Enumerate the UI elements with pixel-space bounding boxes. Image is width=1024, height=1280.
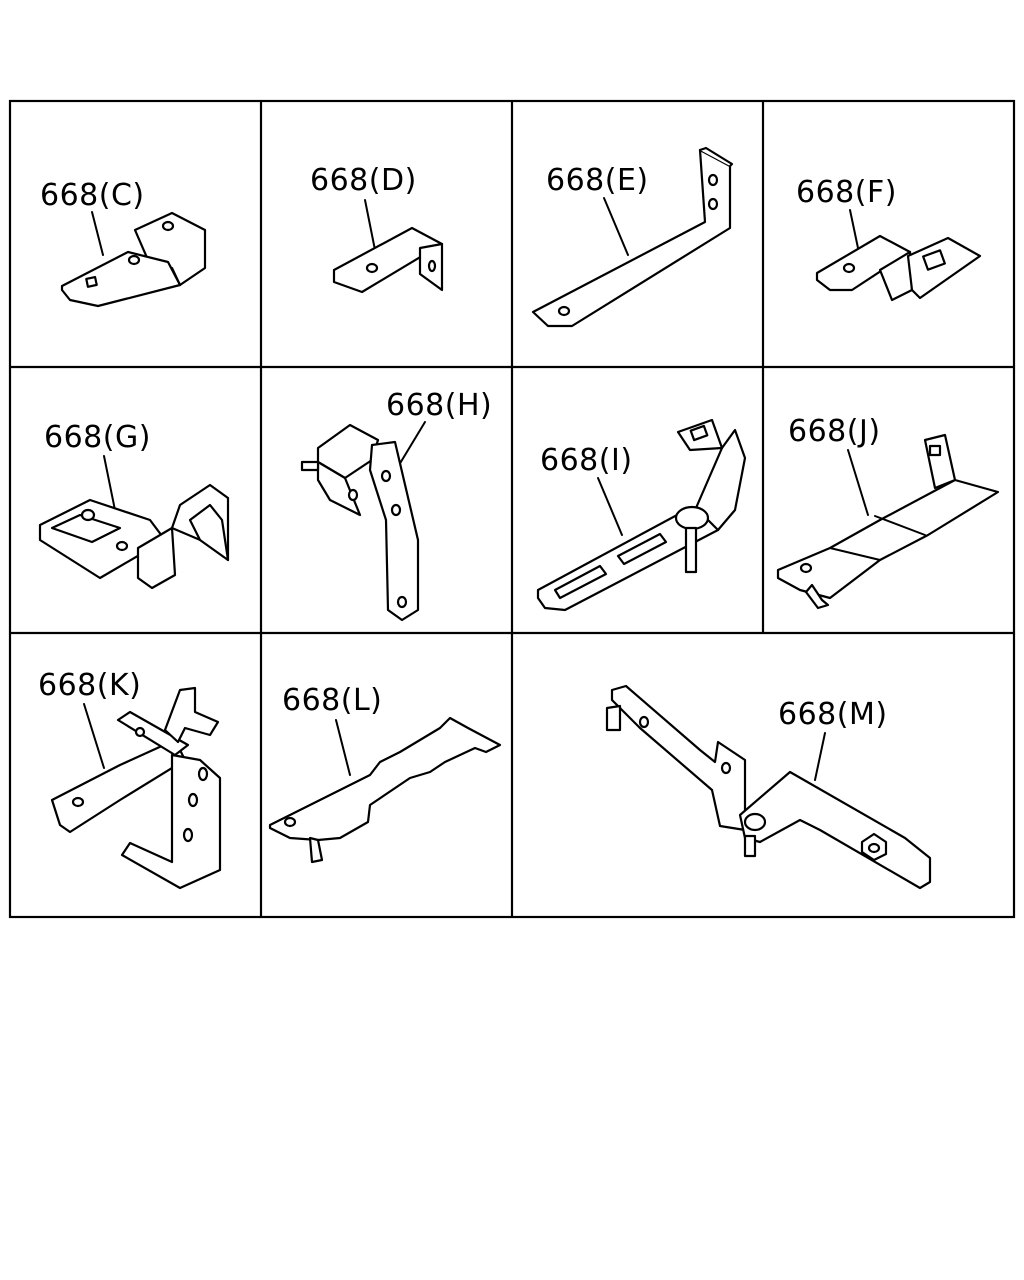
part-label-g: 668(G) [44, 420, 151, 455]
bracket-i [536, 418, 747, 612]
part-label-f: 668(F) [796, 175, 897, 210]
bracket-f [815, 234, 982, 302]
part-label-c: 668(C) [40, 178, 145, 213]
cell-part-i: 668(I) [536, 418, 747, 612]
part-label-j: 668(J) [788, 414, 881, 449]
bracket-m [605, 684, 932, 890]
cell-part-l: 668(L) [268, 683, 502, 864]
cell-part-m: 668(M) [605, 684, 932, 890]
bracket-e [531, 146, 734, 328]
part-label-i: 668(I) [540, 443, 633, 478]
cell-part-f: 668(F) [796, 175, 982, 302]
bracket-d [332, 226, 444, 294]
part-label-e: 668(E) [546, 163, 649, 198]
cell-part-k: 668(K) [38, 668, 222, 890]
cell-part-d: 668(D) [310, 163, 444, 294]
bracket-l [268, 716, 502, 864]
part-label-k: 668(K) [38, 668, 141, 703]
cell-part-e: 668(E) [531, 146, 734, 328]
bracket-c [60, 211, 207, 308]
cell-part-j: 668(J) [776, 414, 1000, 610]
cell-part-g: 668(G) [38, 420, 230, 590]
cell-part-h: 668(H) [300, 388, 492, 622]
bracket-k [50, 686, 222, 890]
bracket-h [300, 423, 420, 622]
part-label-l: 668(L) [282, 683, 382, 718]
bracket-j [776, 433, 1000, 610]
bracket-g [38, 483, 230, 590]
grid-frame [8, 99, 1016, 919]
cell-part-c: 668(C) [40, 178, 207, 308]
part-label-d: 668(D) [310, 163, 417, 198]
part-label-h: 668(H) [386, 388, 492, 423]
part-label-m: 668(M) [778, 697, 888, 732]
